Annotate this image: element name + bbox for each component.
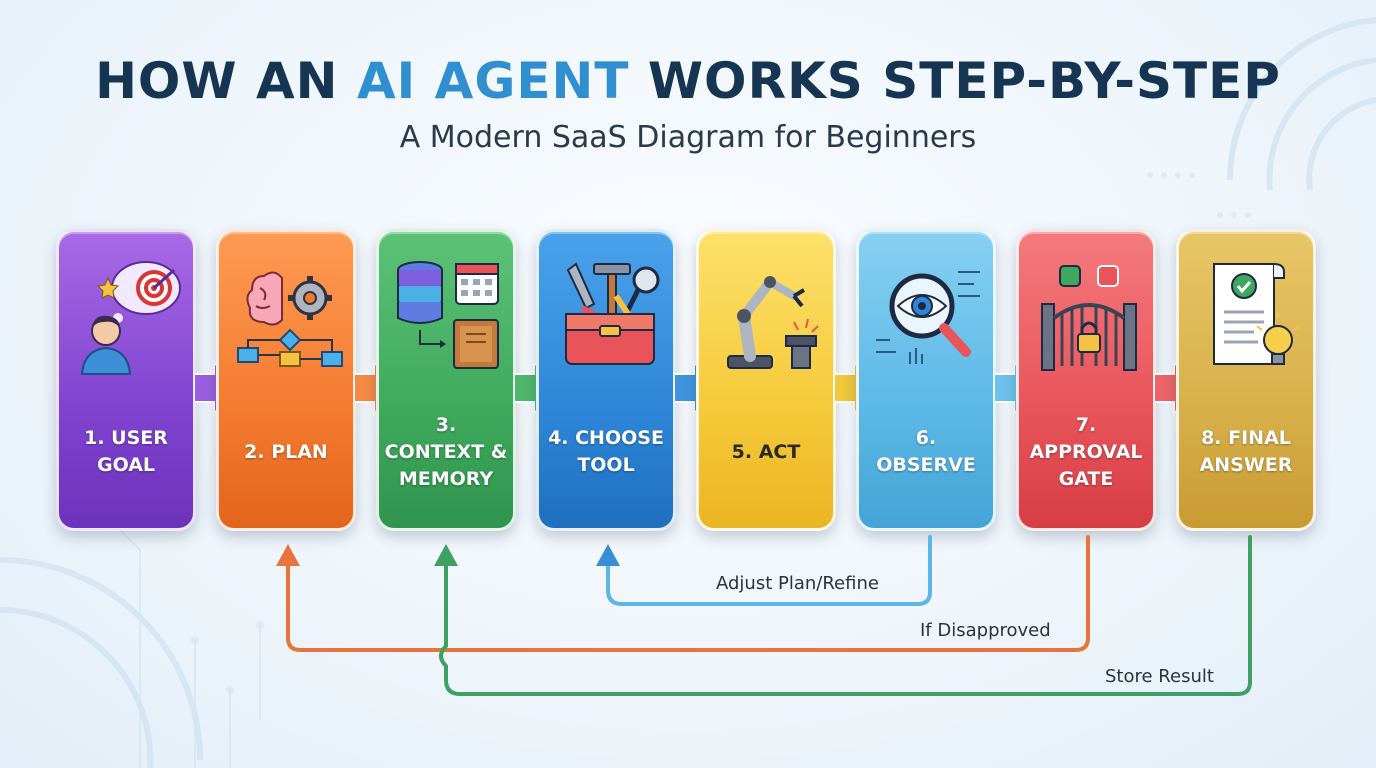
step-card-final-answer: 8. FINAL ANSWER [1176, 229, 1316, 531]
step-label: 3. CONTEXT & MEMORY [384, 413, 508, 490]
eye-magnifier-icon [876, 271, 980, 364]
step-card-choose-tool: 4. CHOOSE TOOL [536, 229, 676, 531]
step-card-act: 5. ACT [696, 229, 836, 531]
loop-label-store-result: Store Result [1105, 666, 1214, 687]
step-label: 1. USER GOAL [84, 427, 168, 476]
page-title: HOW AN AI AGENT WORKS STEP-BY-STEP [95, 52, 1281, 110]
step-label: 7. APPROVAL GATE [1029, 413, 1143, 490]
user-goal-icon [80, 261, 181, 375]
step-label: 2. PLAN [244, 440, 328, 463]
brain-plan-icon [237, 271, 343, 367]
step-card-plan: 2. PLAN [216, 229, 356, 531]
page-subtitle: A Modern SaaS Diagram for Beginners [399, 120, 977, 155]
step-label: 5. ACT [731, 440, 801, 463]
step-card-observe: 6. OBSERVE [856, 229, 996, 531]
step-label: 4. CHOOSE TOOL [548, 427, 664, 476]
document-lightbulb-icon [1213, 263, 1300, 365]
robot-arm-icon [727, 276, 819, 369]
loop-label-adjust-plan: Adjust Plan/Refine [716, 573, 879, 594]
step-card-context-memory: 3. CONTEXT & MEMORY [376, 229, 516, 531]
step-label: 6. OBSERVE [876, 427, 976, 476]
database-memory-icon [397, 261, 499, 369]
step-label: 8. FINAL ANSWER [1199, 427, 1293, 476]
toolbox-icon [565, 262, 660, 365]
step-card-user-goal: 1. USER GOAL [56, 229, 196, 531]
loop-label-if-disapproved: If Disapproved [920, 620, 1051, 641]
step-card-approval-gate: 7. APPROVAL GATE [1016, 229, 1156, 531]
approval-gate-icon [1041, 265, 1137, 371]
